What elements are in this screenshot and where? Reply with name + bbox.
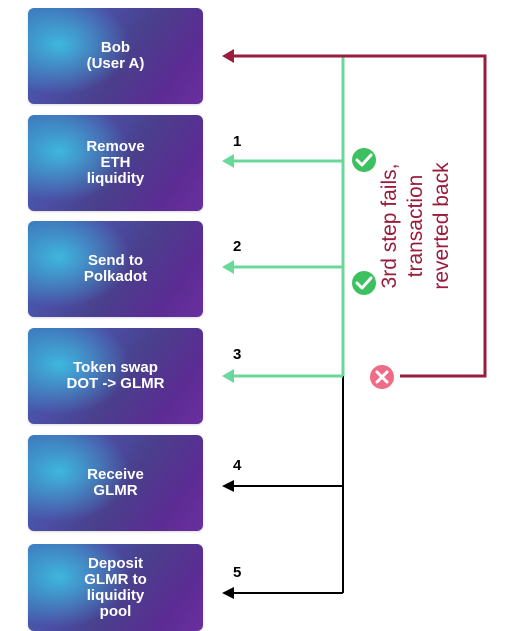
card-line: GLMR — [93, 482, 138, 499]
step-5-arrowhead — [222, 587, 234, 599]
step-number-1: 1 — [233, 133, 242, 150]
card-line: Remove — [86, 138, 145, 155]
card-label: Send to Polkadot — [78, 253, 153, 285]
card-receive-glmr: Receive GLMR — [28, 435, 203, 531]
card-line: Deposit — [87, 554, 143, 572]
revert-arrowhead — [222, 49, 234, 63]
card-line: ETH — [100, 154, 131, 171]
revert-path-line — [232, 54, 487, 378]
card-line: Bob — [100, 39, 131, 56]
note-line-2: reverted back — [430, 162, 453, 290]
card-line: GLMR to — [84, 570, 147, 588]
card-label: Token swap DOT -> GLMR — [61, 360, 171, 392]
step-3-arrowhead — [222, 369, 234, 383]
card-line: (User A) — [86, 55, 145, 72]
failure-revert-note: 3rd step fails, transaction reverted bac… — [377, 116, 453, 336]
card-line: DOT -> GLMR — [66, 375, 165, 392]
step-2-arrowhead — [222, 260, 234, 274]
card-line: Receive — [87, 466, 144, 483]
card-line: Token swap — [73, 359, 158, 376]
step-number-4: 4 — [233, 457, 242, 474]
card-line: liquidity — [86, 586, 145, 604]
check-icon — [352, 271, 376, 295]
card-label: Receive GLMR — [81, 467, 150, 499]
card-label: Deposit GLMR to liquidity pool — [78, 554, 152, 620]
note-line-1: 3rd step fails, transaction — [378, 163, 427, 289]
step-number-2: 2 — [233, 238, 242, 255]
card-line: pool — [99, 602, 132, 620]
card-deposit-glmr: Deposit GLMR to liquidity pool — [28, 544, 203, 631]
x-error-icon — [370, 365, 394, 389]
card-token-swap: Token swap DOT -> GLMR — [28, 328, 203, 424]
card-label: Remove ETH liquidity — [80, 139, 150, 187]
card-line: Polkadot — [83, 268, 148, 285]
step-number-3: 3 — [233, 346, 242, 363]
card-line: Send to — [88, 252, 143, 269]
step-1-arrowhead — [222, 154, 234, 168]
card-label: Bob (User A) — [81, 40, 151, 72]
step-number-5: 5 — [233, 564, 242, 581]
check-icon — [352, 148, 376, 172]
card-send-to-polkadot: Send to Polkadot — [28, 221, 203, 317]
card-remove-eth-liquidity: Remove ETH liquidity — [28, 115, 203, 211]
card-line: liquidity — [86, 170, 145, 187]
step-4-arrowhead — [222, 480, 234, 492]
card-bob-user-a: Bob (User A) — [28, 8, 203, 104]
